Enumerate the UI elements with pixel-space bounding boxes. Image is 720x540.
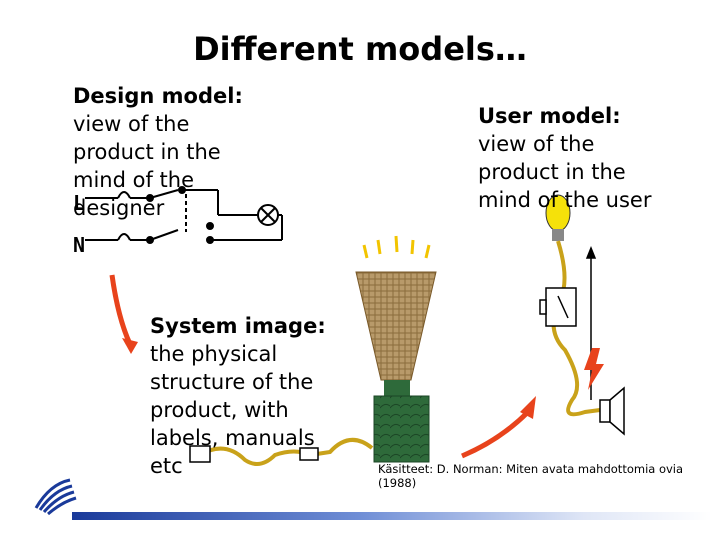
design-model-line: product in the [73,140,221,164]
user-model-line: mind of the user [478,188,652,212]
system-image-line: the physical [150,342,278,366]
user-model-text: User model: view of the product in the m… [478,102,651,214]
design-model-line: view of the [73,112,190,136]
system-image-line: etc [150,454,183,478]
system-image-line: structure of the [150,370,314,394]
credit-text: Käsitteet: D. Norman: Miten avata mahdot… [378,462,684,490]
design-model-text: Design model: view of the product in the… [73,82,243,222]
design-model-line: designer [73,196,165,220]
plug-icon [189,445,211,463]
logo-icon [34,478,77,516]
system-image-line: product, with [150,398,289,422]
circuit-diagram-icon [85,186,283,244]
lamp-rays [362,235,431,259]
circuit-label-l: L [73,191,85,215]
slide-title: Different models… [193,30,527,68]
system-image-line: labels, manuals [150,426,315,450]
footer-bar [72,512,712,520]
arrow-icon [461,396,536,459]
lamp-icon [355,271,437,381]
design-model-line: mind of the [73,168,194,192]
user-model-line: product in the [478,160,626,184]
speaker-icon [599,386,625,436]
switch-icon [539,287,577,327]
user-cable [551,240,601,417]
design-model-heading: Design model: [73,84,243,108]
system-image-heading: System image: [150,314,326,338]
system-image-text: System image: the physical structure of … [150,312,326,480]
lightning-icon [584,348,604,390]
arrow-icon [109,274,138,354]
user-model-heading: User model: [478,104,621,128]
switch-icon [299,447,319,461]
lamp-cable [198,438,374,466]
circuit-label-n: N [73,233,85,257]
user-model-line: view of the [478,132,595,156]
bulb-icon [545,194,571,241]
